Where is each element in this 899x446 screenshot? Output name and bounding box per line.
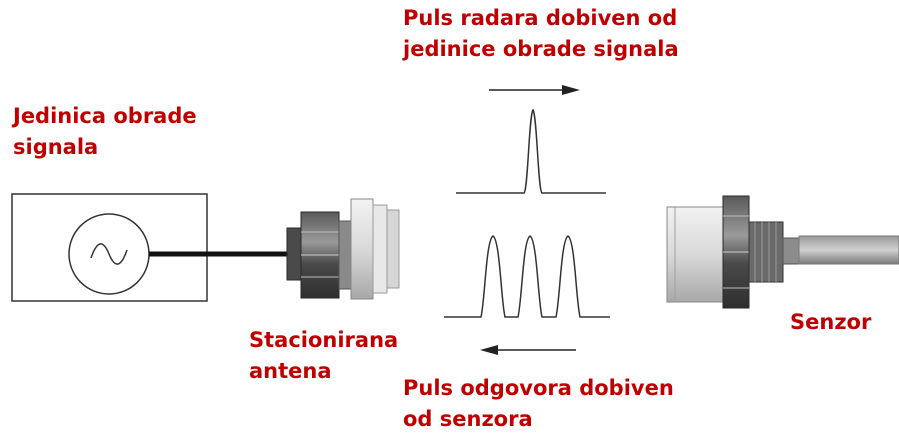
stationary-antenna (286, 198, 400, 300)
arrow-right-icon (489, 85, 580, 95)
processing-unit-label: Jedinica obrade signala (13, 104, 197, 159)
antenna-label: Stacionirana antena (249, 328, 399, 383)
arrow-left-icon (480, 345, 576, 355)
radar-pulse-waveform (456, 108, 606, 194)
sensor (666, 195, 899, 309)
response-pulse-waveform (444, 235, 610, 318)
sensor-label: Senzor (790, 310, 872, 334)
response-pulse-label: Puls odgovora dobiven od senzora (403, 376, 674, 431)
processing-unit-box (11, 193, 208, 302)
sine-wave-icon (68, 213, 150, 295)
radar-pulse-label: Puls radara dobiven od jedinice obrade s… (403, 6, 679, 61)
